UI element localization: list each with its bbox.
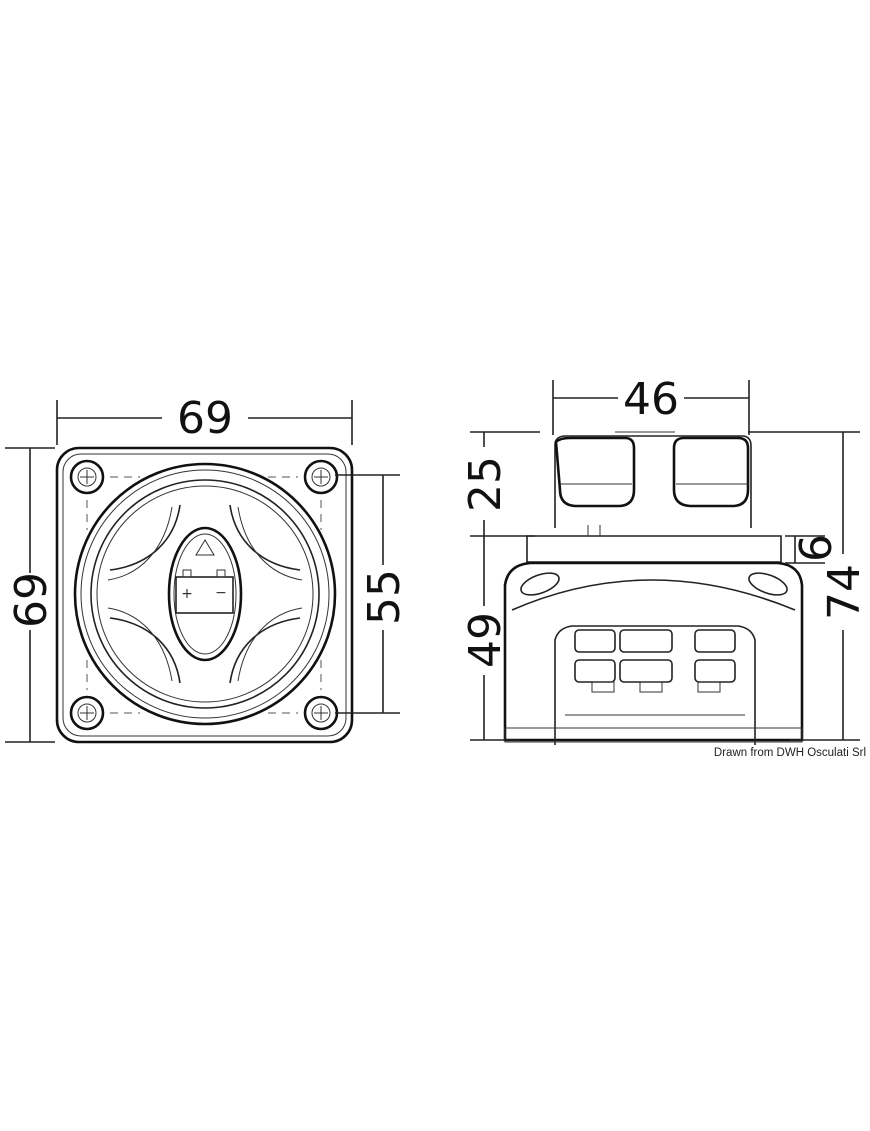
mounting-hole — [69, 459, 105, 495]
dimension-label-total-height: 74 — [819, 564, 870, 620]
dimension-label-body-height: 49 — [460, 612, 511, 668]
battery-icon — [175, 569, 234, 614]
dimension-hole-spacing: 55 — [335, 474, 410, 714]
dimension-body-height: 49 — [460, 536, 511, 740]
mounting-plate — [55, 446, 354, 744]
drawing-credit: Drawn from DWH Osculati Srl — [714, 747, 866, 759]
dimension-height: 69 — [5, 447, 57, 743]
dimension-label-knob-width: 46 — [623, 374, 679, 425]
dimension-width: 69 — [56, 393, 353, 445]
mounting-hole — [303, 459, 339, 495]
switch-body — [503, 561, 804, 745]
dimension-plate-height: 6 — [785, 534, 842, 564]
battery-plus-symbol: + — [181, 586, 193, 602]
rotary-knob: + − — [73, 462, 337, 726]
dimension-label-height: 69 — [6, 572, 57, 628]
side-view: 46 25 49 6 74 — [460, 374, 870, 745]
dimension-label-hole-spacing: 55 — [359, 569, 410, 625]
extension-lines — [470, 431, 860, 741]
dimension-label-knob-height: 25 — [460, 456, 511, 512]
dimension-knob-width: 46 — [552, 374, 750, 435]
dimension-label-plate-height: 6 — [791, 534, 842, 562]
mounting-holes — [69, 459, 339, 731]
front-view: + − 69 69 55 — [5, 393, 410, 744]
dimension-total-height: 74 — [790, 432, 870, 741]
dimension-label-width: 69 — [177, 393, 233, 444]
base-plate — [526, 525, 782, 563]
mounting-hole — [69, 695, 105, 731]
dimension-knob-height: 25 — [460, 432, 511, 536]
terminal-nuts — [574, 629, 736, 693]
knob-side — [554, 431, 752, 528]
mounting-hole — [303, 695, 339, 731]
battery-minus-symbol: − — [215, 585, 227, 601]
arrow-triangle-icon — [195, 539, 215, 556]
